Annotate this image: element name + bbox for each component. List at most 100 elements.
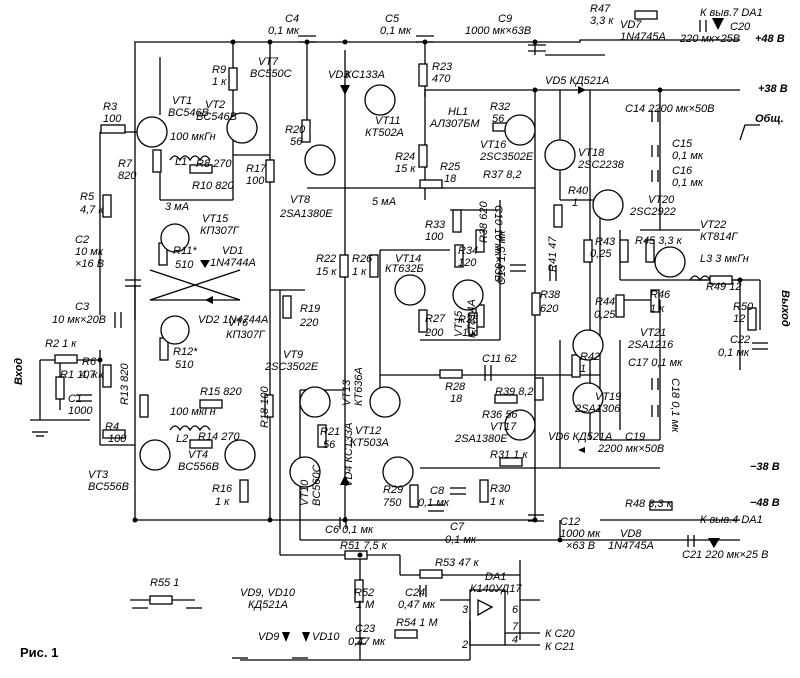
label-vt18-value: 2SC2238 [577, 159, 625, 171]
label-3ma: 3 мА [165, 201, 189, 213]
label-c8-value: 0,1 мк [418, 497, 450, 509]
label-c14: C14 2200 мк×50В [625, 103, 715, 115]
label-vd10: VD10 [312, 631, 340, 643]
label-vd1: VD1 [222, 245, 243, 257]
label-hl1-value: АЛ307БМ [429, 118, 480, 130]
label-r17-value: 100 [246, 175, 265, 187]
label-r25: R25 [440, 161, 461, 173]
label-r5-value: 4,7 к [80, 204, 104, 216]
label-vt22-value: КТ814Г [700, 231, 739, 243]
label-c6: C6 0,1 мк [325, 524, 374, 536]
label-c1: C1 [68, 393, 82, 405]
label-r24: R24 [395, 151, 415, 163]
label-r28: R28 [445, 381, 466, 393]
label-5ma: 5 мА [372, 196, 396, 208]
label-vt14-value: КТ632Б [385, 263, 424, 275]
label-vt21: VT21 [640, 327, 666, 339]
label-r16-value: 1 к [215, 496, 230, 508]
label-r50: R50 [733, 301, 754, 313]
label-c18: C18 0,1 мк [669, 378, 681, 433]
label-r12: R12* [173, 346, 198, 358]
label-r33: R33 [425, 219, 446, 231]
label-r52: R52 [354, 587, 374, 599]
label-c12: C12 [560, 516, 580, 528]
label-vt9-value: 2SC3502E [264, 361, 319, 373]
label-c20: C20 [730, 21, 751, 33]
label-r7-value: 820 [118, 170, 137, 182]
label-r44: R44 [595, 296, 615, 308]
label-c15: C15 [672, 138, 693, 150]
label-r49: R49 12 [706, 281, 741, 293]
label-r38-value: 620 [540, 303, 559, 315]
label-r46: R46 [650, 289, 671, 301]
label-pin2: 2 [461, 639, 468, 651]
label-r32-value: 56 [492, 113, 505, 125]
label-c2-value2: ×16 В [75, 258, 104, 270]
label-c16: C16 [672, 165, 693, 177]
label-c9-value: 1000 мк×63В [465, 25, 531, 37]
label-r55: R55 1 [150, 577, 179, 589]
label-vt19-value: 2SA1306 [574, 403, 621, 415]
label-vt15-value: КП307Г [200, 225, 240, 237]
label-l3: L3 3 мкГн [700, 253, 749, 265]
diodes [200, 18, 724, 642]
label-r28-value: 18 [450, 393, 463, 405]
label-c7: C7 [450, 521, 465, 533]
label-pin7: 7 [512, 621, 519, 633]
label-vt9: VT9 [283, 349, 303, 361]
label-r9-value: 1 к [212, 76, 227, 88]
label-l2: L2 [176, 433, 188, 445]
label-vd1-value: 1N4744A [210, 257, 256, 269]
label-r21: R21 [320, 426, 340, 438]
label-pin6: 6 [512, 604, 519, 616]
label-r41: R41 47 [547, 236, 559, 272]
label-vd8-value: 1N4745A [608, 540, 654, 552]
label-r31: R31 1 к [490, 449, 528, 461]
label-da1-value: К140УД17 [470, 583, 522, 595]
label-r52-value: 1 М [356, 599, 375, 611]
label-vt13: VT13 [341, 379, 353, 406]
label-r33-value: 100 [425, 231, 444, 243]
inductors [169, 155, 711, 432]
label-c23-value: 0,47 мк [348, 636, 386, 648]
label-vd2: VD2 1N4744A [198, 314, 268, 326]
label-vt12-value: КТ503А [350, 437, 389, 449]
label-r14: R14 270 [198, 431, 240, 443]
label-r23: R23 [432, 61, 453, 73]
figure-caption: Рис. 1 [20, 645, 58, 660]
label-vt4-value: BC556B [178, 461, 219, 473]
label-c22-value: 0,1 мк [718, 347, 750, 359]
resistors [54, 10, 757, 639]
label-vt21-value: 2SA1216 [627, 339, 674, 351]
label-r19: R19 [300, 303, 320, 315]
label-vt19: VT19 [595, 391, 621, 403]
label-r3: R3 [103, 101, 118, 113]
label-r38: R38 [540, 289, 561, 301]
label-vd3-value: КС133А [345, 69, 385, 81]
label-r29-value: 750 [383, 497, 402, 509]
label-vt17: VT17 [490, 421, 517, 433]
label-r22-value: 15 к [316, 266, 337, 278]
label-c10: C10 10 мк×63В [492, 205, 504, 282]
label-r21-value: 56 [323, 439, 336, 451]
label-c8: C8 [430, 485, 445, 497]
label-r18: R18 100 [259, 386, 271, 428]
label-vt18: VT18 [578, 147, 605, 159]
label-r20: R20 [285, 124, 306, 136]
label-r26-value: 1 к [352, 266, 367, 278]
label-to-pin4: К выв.4 DA1 [700, 514, 763, 526]
label-r9: R9 [212, 64, 226, 76]
label-vt10-value: BC560C [311, 464, 323, 506]
label-vt2-value: BC546B [196, 111, 237, 123]
label-vt8-value: 2SA1380E [279, 208, 333, 220]
label-r20-value: 56 [290, 136, 303, 148]
label-r26: R26 [352, 253, 373, 265]
label-l1: L1 [175, 156, 187, 168]
label-r23-value: 470 [432, 73, 451, 85]
label-vt22: VT22 [700, 219, 726, 231]
label-r37: R37 8,2 [483, 169, 522, 181]
label-c5: C5 [385, 13, 400, 25]
label-vt16-value: 2SC3502E [479, 151, 534, 163]
label-r54: R54 1 М [396, 617, 438, 629]
